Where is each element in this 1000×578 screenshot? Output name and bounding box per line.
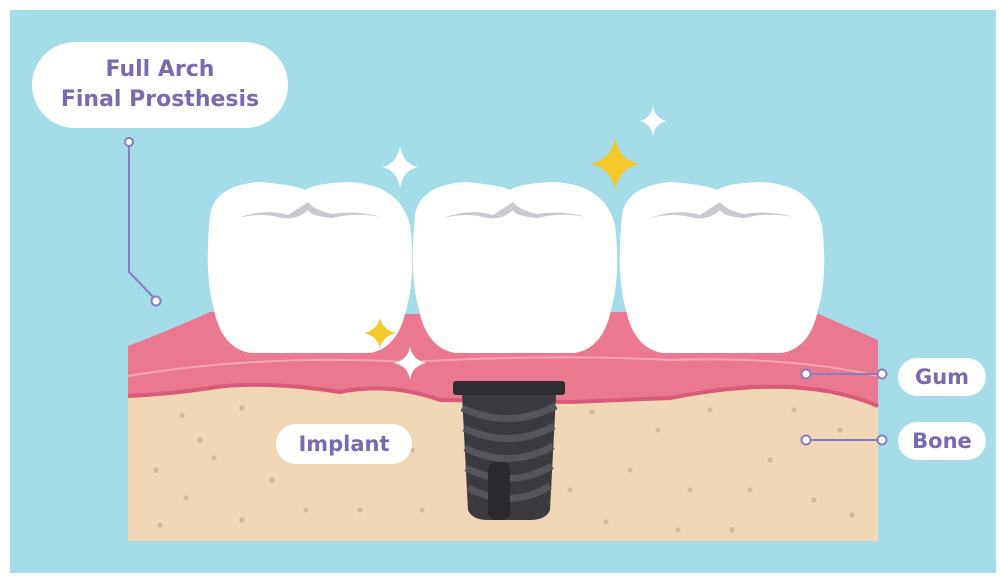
bone-dot: [811, 497, 816, 502]
implant-label: Implant: [276, 424, 412, 464]
sparkle-icon: [640, 106, 666, 136]
bone-dot: [589, 409, 594, 414]
bone-dot: [153, 467, 158, 472]
bone-dot: [211, 455, 216, 460]
bone-dot: [707, 407, 712, 412]
bone-dot: [269, 477, 274, 482]
bone-dot: [603, 519, 608, 524]
bone-dot: [179, 412, 184, 417]
prosthesis-label: Full Arch Final Prosthesis: [32, 42, 288, 128]
bone-dot: [419, 507, 424, 512]
bone-dot: [567, 487, 572, 492]
bone-dot: [675, 527, 680, 532]
bone-dot: [627, 467, 632, 472]
prosthesis-label-line2: Final Prosthesis: [61, 85, 259, 115]
bone-dot: [157, 522, 162, 527]
bone-dot: [791, 407, 796, 412]
diagram-canvas: Full Arch Final Prosthesis Implant Gum B…: [10, 10, 996, 573]
sparkle-icon: [382, 146, 418, 188]
tooth-icon: [413, 182, 618, 353]
bone-dot: [183, 495, 188, 500]
gum-label: Gum: [898, 358, 986, 396]
bone-dot: [239, 405, 244, 410]
sparkle-icon: [590, 138, 640, 190]
bone-dot: [687, 487, 692, 492]
bone-dot: [767, 457, 772, 462]
bone-dot: [239, 517, 244, 522]
bone-dot: [655, 427, 660, 432]
bone-dot: [197, 437, 202, 442]
prosthesis-label-line1: Full Arch: [106, 55, 215, 85]
implant-screw-icon: [453, 381, 565, 520]
bone-label: Bone: [898, 422, 986, 460]
bone-dot: [729, 527, 734, 532]
bone-dot: [357, 507, 362, 512]
tooth-icon: [620, 182, 825, 353]
bone-dot: [849, 512, 854, 517]
bone-dot: [837, 427, 842, 432]
bone-dot: [303, 507, 308, 512]
leader-line-prosthesis: [125, 138, 161, 306]
bone-dot: [747, 487, 752, 492]
